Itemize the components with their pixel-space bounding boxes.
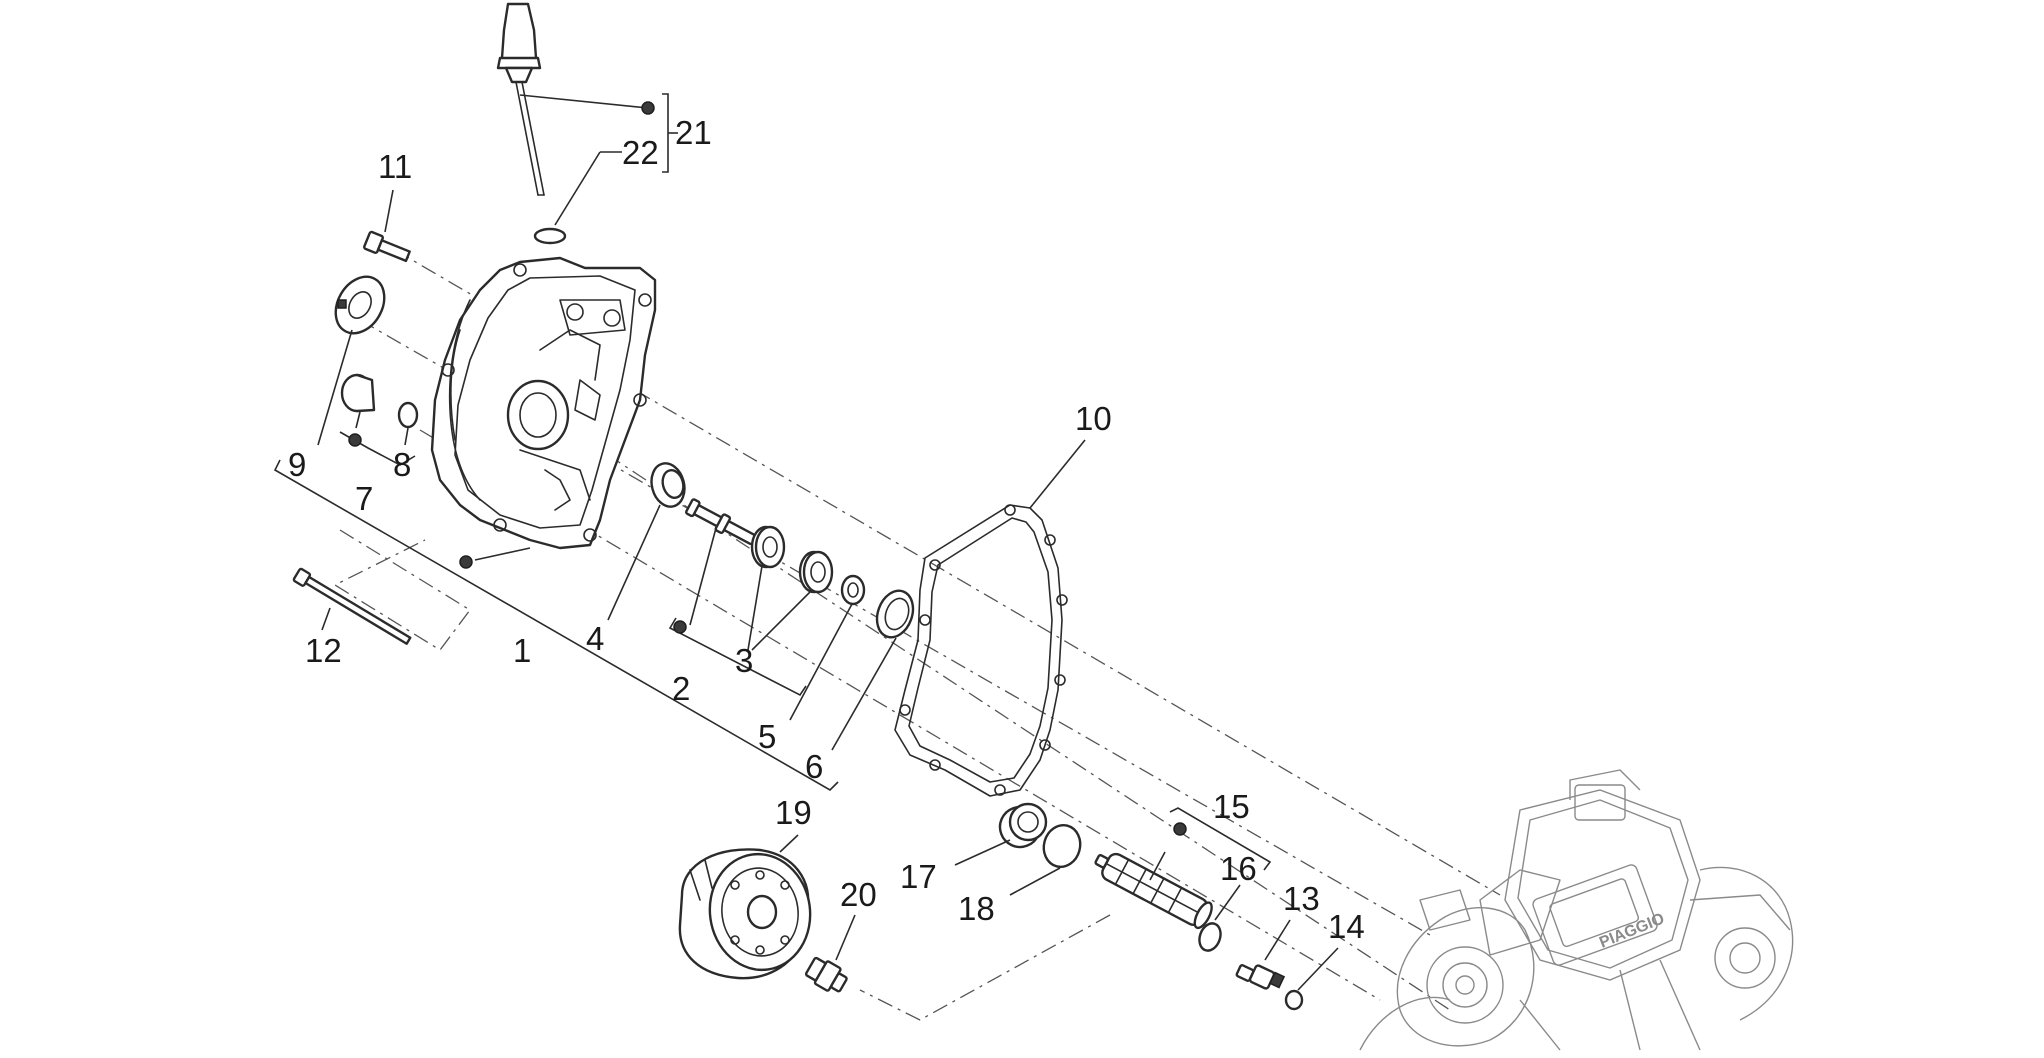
bearing-4-part <box>650 462 686 508</box>
callout-4: 4 <box>586 620 604 657</box>
callout-14: 14 <box>1328 908 1365 945</box>
callout-16: 16 <box>1220 850 1257 887</box>
callout-18: 18 <box>958 890 995 927</box>
callout-20: 20 <box>840 876 877 913</box>
gasket-10-part <box>894 504 1068 797</box>
cap-9-part <box>334 275 386 335</box>
callout-19: 19 <box>775 794 812 831</box>
shaft-2-part <box>685 498 758 546</box>
callout-2: 2 <box>672 670 690 707</box>
callout-6: 6 <box>805 748 823 785</box>
callout-10: 10 <box>1075 400 1112 437</box>
callout-8: 8 <box>393 446 411 483</box>
callout-1: 1 <box>513 632 531 669</box>
callout-21: 21 <box>675 114 712 151</box>
mesh-filter-15-part <box>1094 852 1213 930</box>
crankcase-cover-part <box>430 256 657 550</box>
callout-11: 11 <box>378 148 412 185</box>
oil-filter-19-part <box>678 848 812 980</box>
kit-marker-dots <box>348 101 1187 836</box>
dipstick-oring-part <box>533 227 567 245</box>
leader-lines <box>273 93 1339 991</box>
callout-17: 17 <box>900 858 937 895</box>
callout-9: 9 <box>288 446 306 483</box>
sensor-13-part <box>1235 964 1286 990</box>
callout-22: 22 <box>622 134 659 171</box>
bushing-7-part <box>340 373 376 413</box>
callout-labels: 21 22 11 9 8 7 10 4 12 1 3 2 5 6 19 15 1… <box>288 114 1365 945</box>
ring-16-part <box>1198 922 1222 952</box>
seal-17-part <box>998 802 1048 849</box>
fitting-20-part <box>804 956 848 993</box>
dipstick-part <box>496 2 545 196</box>
ring-8-part <box>397 401 419 429</box>
callout-7: 7 <box>355 480 373 517</box>
callout-13: 13 <box>1283 880 1320 917</box>
bearing-3b-part <box>798 550 834 594</box>
washer-14-part <box>1284 989 1304 1011</box>
callout-3: 3 <box>735 642 753 679</box>
seal-6-part <box>875 589 915 639</box>
oring-18-part <box>1042 823 1082 869</box>
engine-ghost-illustration: PIAGGIO <box>1359 769 1794 1051</box>
long-bolt-12-part <box>292 567 412 645</box>
spacer-5-part <box>840 574 866 606</box>
callout-12: 12 <box>305 632 342 669</box>
callout-5: 5 <box>758 718 776 755</box>
bolt-11-part <box>363 230 411 263</box>
callout-15: 15 <box>1213 788 1250 825</box>
bearing-3a-part <box>750 525 786 569</box>
